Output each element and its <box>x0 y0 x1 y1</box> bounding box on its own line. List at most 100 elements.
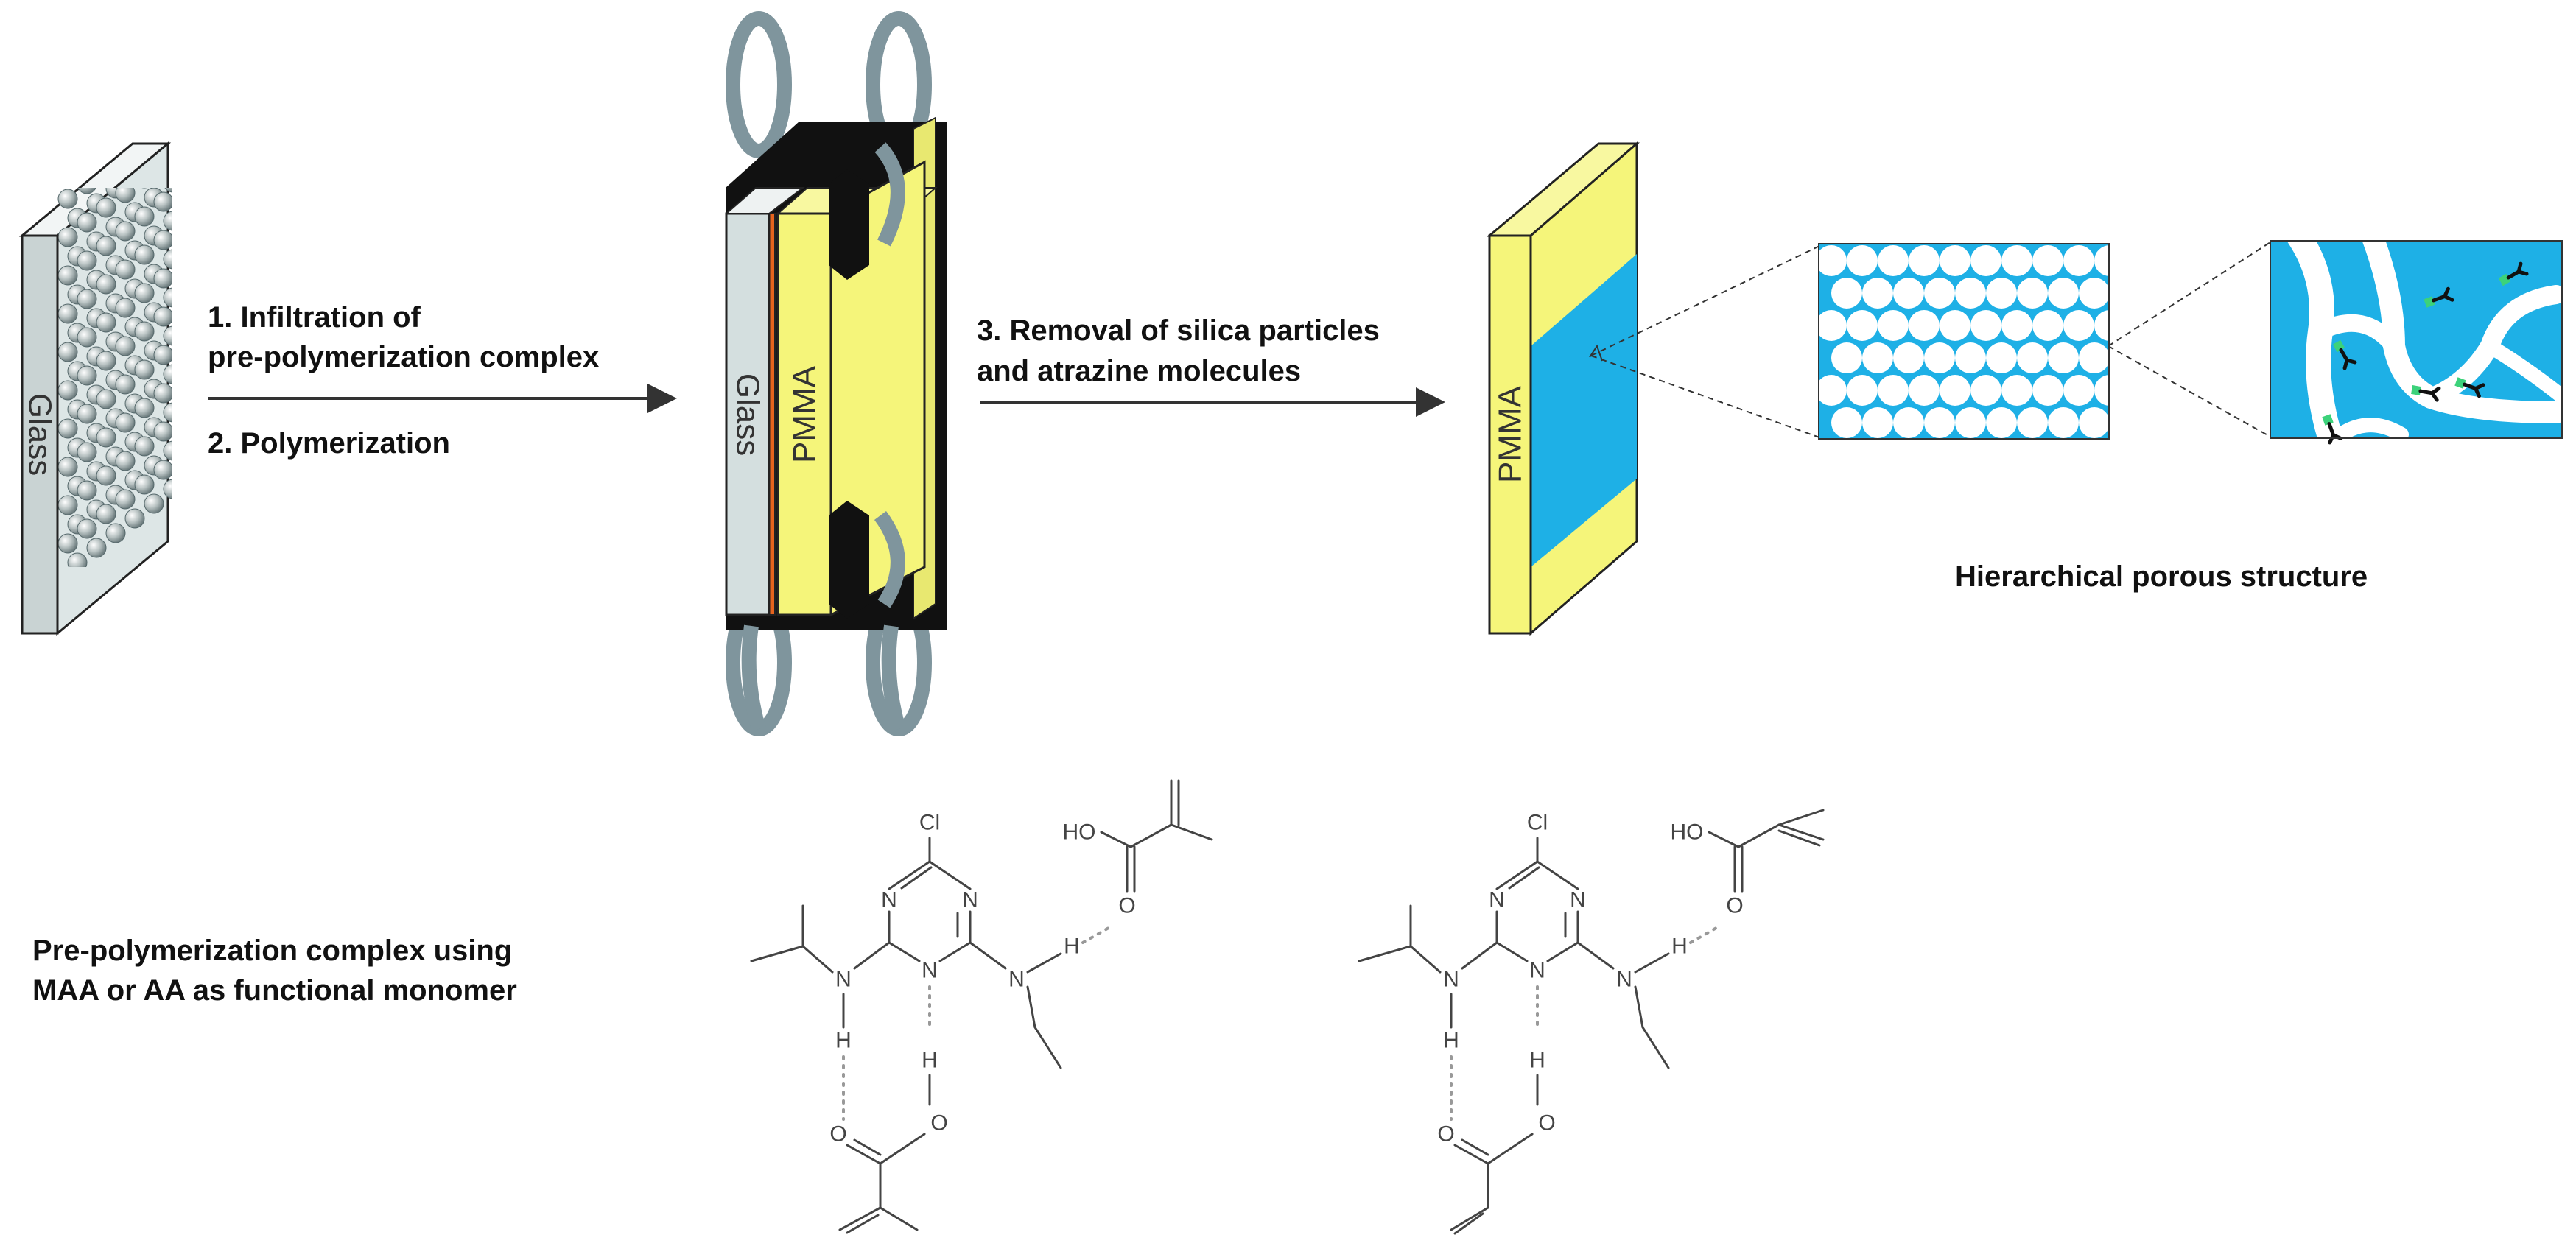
silica-sphere <box>115 374 136 395</box>
macropore-void <box>1831 342 1862 373</box>
silica-sphere <box>163 249 172 270</box>
macropore-void <box>2032 375 2063 406</box>
silica-sphere <box>115 336 136 356</box>
silica-sphere <box>77 327 97 348</box>
atom-label: O <box>1538 1111 1555 1136</box>
bond <box>801 945 834 974</box>
bond <box>1737 823 1780 848</box>
macropore-void <box>1909 375 1940 406</box>
bond <box>969 941 1007 970</box>
complex-caption-line2: MAA or AA as functional monomer <box>32 974 517 1007</box>
silica-sphere <box>115 451 136 471</box>
bond <box>750 945 804 962</box>
step2-label: 2. Polymerization <box>208 427 450 460</box>
macropore-void <box>1924 407 1955 438</box>
silica-sphere <box>57 418 78 439</box>
atom-label: O <box>1437 1122 1454 1147</box>
step1-line1: 1. Infiltration of <box>208 301 421 334</box>
atom-label: N <box>962 888 978 912</box>
assembly-glass-label: Glass <box>730 373 766 456</box>
silica-sphere <box>134 206 155 227</box>
atom-label: N <box>1443 968 1459 992</box>
porous-region <box>1531 254 1637 567</box>
bond <box>1546 941 1579 962</box>
complex-caption-line1: Pre-polymerization complex using <box>32 935 512 967</box>
macropore-void <box>1940 310 1970 341</box>
silica-sphere <box>153 230 172 250</box>
macropore-void <box>1862 278 1893 309</box>
silica-sphere <box>77 442 97 462</box>
step-3-arrow-group: 3. Removal of silica particles and atraz… <box>977 314 1445 417</box>
bond <box>1461 941 1498 970</box>
macropore-void <box>1878 245 1909 276</box>
bond <box>1641 1026 1670 1069</box>
bond <box>879 1206 919 1231</box>
macropore-void <box>1819 375 1847 406</box>
mesopore-zoom <box>2270 240 2563 445</box>
bond <box>853 1138 882 1156</box>
silica-sphere <box>57 495 78 515</box>
bond <box>888 860 931 890</box>
binding-site <box>2454 377 2485 398</box>
bond <box>1495 860 1539 890</box>
silica-sphere <box>115 188 136 203</box>
silica-sphere <box>164 188 172 193</box>
binding-site <box>2411 385 2441 402</box>
macropore-void <box>2094 245 2109 276</box>
atom-label: H <box>1064 935 1080 959</box>
binding-site <box>2332 339 2357 370</box>
assembly-pmma-plate <box>776 212 832 616</box>
macropore-void <box>1819 245 1847 276</box>
bond <box>1634 985 1644 1029</box>
bond <box>1026 985 1036 1029</box>
silica-sphere <box>96 465 116 486</box>
bond <box>1708 831 1740 848</box>
atom-label: N <box>1529 959 1545 983</box>
silica-sphere <box>124 508 145 529</box>
atom-label: O <box>930 1111 947 1136</box>
atom-label: Cl <box>919 811 940 835</box>
bond <box>1487 1133 1534 1165</box>
silica-sphere <box>163 287 172 308</box>
silica-sphere <box>57 189 78 209</box>
silica-sphere <box>153 306 172 327</box>
step3-line2: and atrazine molecules <box>977 355 1301 387</box>
macropore-void <box>1909 245 1940 276</box>
bond <box>846 1214 880 1234</box>
macropore-void <box>2032 310 2063 341</box>
macropore-void <box>1878 310 1909 341</box>
silica-sphere <box>57 457 78 477</box>
hydrogen-bond <box>1689 926 1718 944</box>
macropore-void <box>2001 245 2032 276</box>
silica-sphere <box>154 116 173 135</box>
silica-sphere <box>153 383 172 404</box>
macropore-void <box>2094 310 2109 341</box>
macropore-void <box>2110 407 2141 438</box>
atom-label: O <box>1118 894 1135 918</box>
silica-sphere <box>163 211 172 231</box>
silica-sphere <box>115 221 136 242</box>
silica-sphere <box>163 364 172 384</box>
atom-label: H <box>1529 1049 1545 1073</box>
macropore-void <box>2079 342 2109 373</box>
macropore-void <box>1909 310 1940 341</box>
silica-sphere <box>115 298 136 318</box>
macropore-void <box>1986 278 2017 309</box>
atom-label: N <box>835 968 852 992</box>
bond <box>888 941 921 962</box>
bond <box>853 941 891 970</box>
clamped-mold-assembly: Glass PMMA <box>724 11 947 736</box>
macropore-void <box>1862 342 1893 373</box>
assembly-glass-plate <box>725 212 771 616</box>
silica-sphere <box>96 351 116 371</box>
macropore-zoom <box>1818 243 2141 440</box>
atom-label: O <box>829 1122 846 1147</box>
macropore-void <box>2079 407 2109 438</box>
bond <box>1358 945 1412 962</box>
silica-sphere <box>67 552 88 567</box>
macropore-void <box>1831 278 1862 309</box>
bond <box>838 1206 882 1231</box>
silica-sphere <box>57 342 78 362</box>
